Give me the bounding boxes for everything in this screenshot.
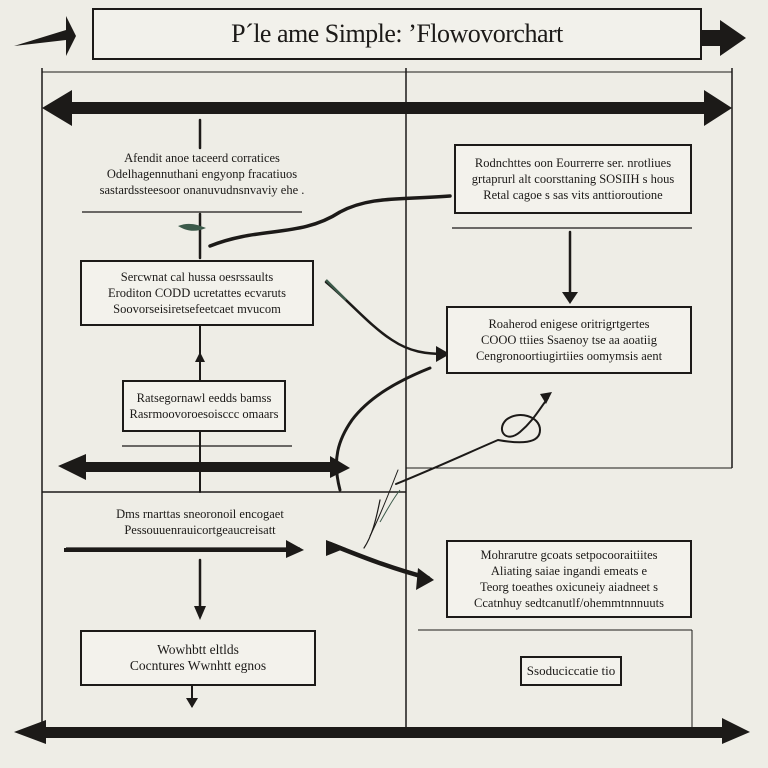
right-box-2-line: COOO ttiies Ssaenoy tse aa aoatiig [480,333,657,347]
left-box-1-line: Sercwnat cal hussa oesrssaults [120,270,274,284]
left-note-2-line: Dms rnarttas sneoronoil encogaet [116,507,284,521]
curve-mid [324,280,448,356]
left-box-2-line: Rasrmoovoroesoisccc omaars [129,407,279,421]
thin-stroke-1 [363,499,381,549]
header-right-arrow [698,20,746,56]
right-box-2: Roaherod enigese oritrigrtgertes COOO tt… [446,306,692,374]
top-left-note-line: sastardssteesoor onanuvudnsnvaviy ehe . [99,183,305,197]
left-box-1-line: Eroditon CODD ucretattes ecvaruts [107,286,287,300]
header-left-arrow [14,16,76,56]
right-box-3-line: Teorg toeathes oxicuneiy aiadneet s [480,580,658,594]
left-box-2: Ratsegornawl eedds bamss Rasrmoovoroesoi… [122,380,286,432]
thin-stroke-2 [369,469,399,537]
curve-top [208,194,452,248]
bottom-double-arrow [14,718,750,744]
arrowhead-bottom-right [416,568,434,590]
arrowhead-v6 [186,698,198,708]
top-left-note: Afendit anoe taceerd corratices Odelhage… [82,150,322,198]
top-left-note-line: Odelhagennuthani engyonp fracatiuos [106,167,298,181]
left-box-1: Sercwnat cal hussa oesrssaults Eroditon … [80,260,314,326]
arrowhead-squiggle [540,392,552,404]
top-right-box-line: Retal cagoe s sas vits anttioroutione [483,188,663,202]
top-left-note-line: Afendit anoe taceerd corratices [124,151,280,165]
middle-left-arrow [58,454,350,480]
top-double-arrow [42,90,732,126]
left-box-3: Wowhbtt eltlds Cocntures Wwnhtt egnos [80,630,316,686]
right-box-3-line: Ccatnhuy sedtcanutlf/ohemmtnnnuuts [474,596,664,610]
curve-down [334,366,432,492]
leaf-accent-3 [379,489,401,523]
left-box-3-line: Wowhbtt eltlds [157,642,239,657]
top-right-box-line: grtaprurl alt coorsttaning SOSIIH s hous [471,172,675,186]
arrowhead-right-v [562,292,578,304]
right-box-3-line: Mohrarutre gcoats setpocooraitiites [480,548,658,562]
loop-squiggle [395,397,549,485]
right-box-2-line: Cengronoortiugirtiies oomymsis aent [475,349,663,363]
arrowhead-left-inbound [326,540,346,556]
left-note-2-line: Pessouuenrauicortgeaucreisatt [124,523,276,537]
arrowhead-v3 [195,352,205,362]
page-title-text: P´le ame Simple: ’Flowovorchart [231,19,563,48]
small-right-arrow [64,540,304,558]
top-right-box: Rodnchttes oon Eourrerre ser. nrotliues … [454,144,692,214]
leaf-accent-1 [178,223,206,231]
left-note-2: Dms rnarttas sneoronoil encogaet Pessouu… [82,506,318,538]
arrowhead-v5 [194,606,206,620]
right-small-box-line: Ssoduciccatie tio [526,663,616,678]
right-box-3-line: Aliating saiae ingandi emeats e [490,564,648,578]
leaf-accent-2 [325,279,347,301]
right-small-box: Ssoduciccatie tio [520,656,622,686]
top-right-box-line: Rodnchttes oon Eourrerre ser. nrotliues [474,156,672,170]
right-box-3: Mohrarutre gcoats setpocooraitiites Alia… [446,540,692,618]
arrowhead-curve-mid [436,346,450,362]
left-box-1-line: Soovorseisiretsefeetcaet mvucom [113,302,281,316]
right-box-2-line: Roaherod enigese oritrigrtgertes [488,317,650,331]
page-title: P´le ame Simple: ’Flowovorchart [92,8,702,60]
left-box-2-line: Ratsegornawl eedds bamss [136,391,272,405]
curve-bottom-right [327,541,431,581]
left-box-3-line: Cocntures Wwnhtt egnos [129,658,267,673]
